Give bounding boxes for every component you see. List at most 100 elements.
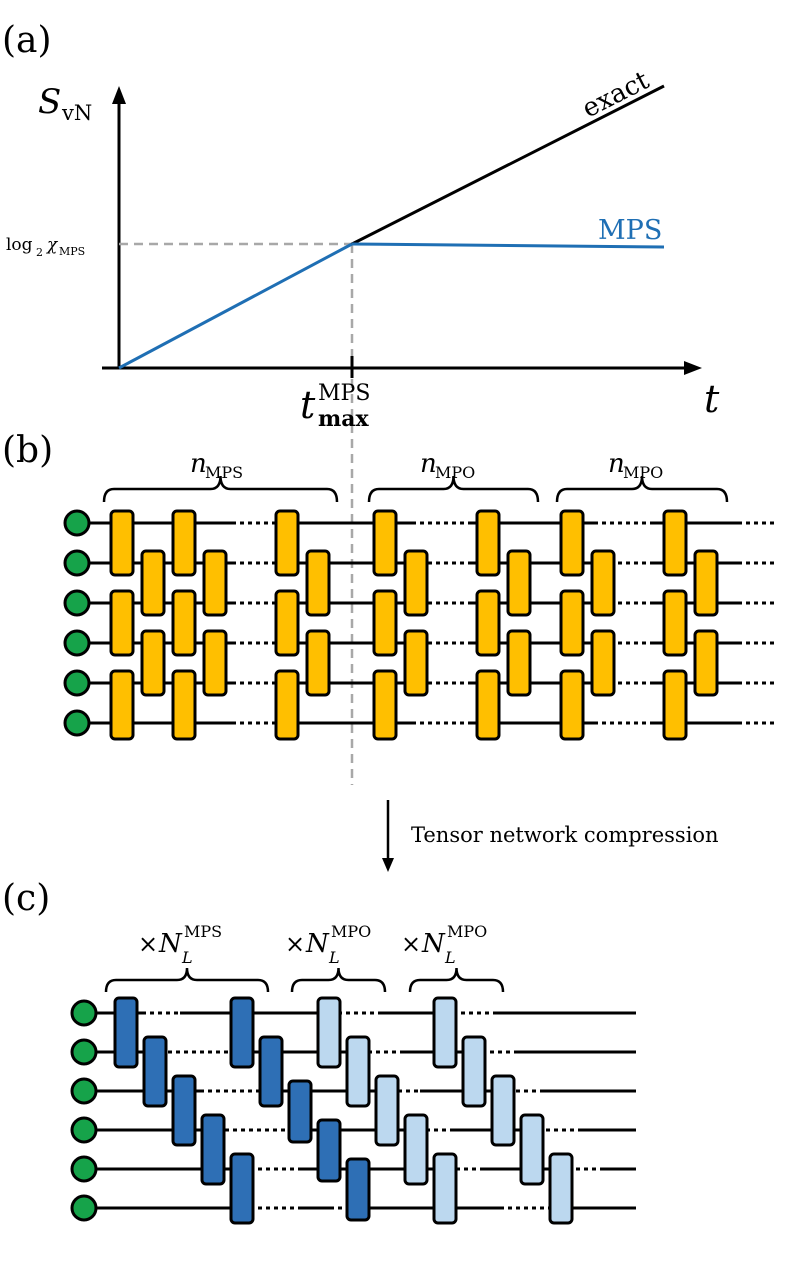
log-chi-label-log: log: [6, 235, 33, 255]
y-axis-label-subscript: vN: [61, 101, 92, 125]
gate-b-odd-0-0: [140, 549, 166, 617]
gate-c-dark-b-1: [258, 1035, 284, 1108]
gate-b-even-3-1: [372, 589, 398, 657]
brace-label-c-2-main: N: [305, 929, 330, 959]
brace-label-c-2: × N L MPO: [285, 922, 371, 967]
gate-b-even-5-2: [559, 669, 585, 741]
panel-label-c: (c): [2, 878, 50, 919]
brace-label-c-2-prefix: ×: [285, 930, 305, 958]
qubit-c-0: [70, 999, 98, 1027]
gate-b-odd-0-1: [140, 629, 166, 697]
brace-label-c-3-sup: MPO: [447, 922, 487, 941]
brace-label-b-3: n MPO: [608, 449, 663, 482]
gate-b-even-1-1: [171, 589, 197, 657]
gate-b-odd-1-1: [202, 629, 228, 697]
qubit-b-2: [63, 589, 91, 617]
tmax-label: t MPS max: [300, 381, 370, 432]
gate-b-odd-6-0: [693, 549, 719, 617]
gate-b-even-3-2: [372, 669, 398, 741]
brace-label-c-3-main: N: [421, 929, 446, 959]
brace-c-2: [290, 967, 387, 993]
qubit-b-1: [63, 549, 91, 577]
mps-curve: [351, 242, 665, 249]
x-axis-label: t: [704, 377, 720, 421]
gate-c-dark-a-1: [142, 1035, 168, 1108]
brace-label-c-2-sub: L: [328, 948, 340, 967]
brace-b-1: [102, 475, 339, 503]
qubit-c-2: [70, 1077, 98, 1105]
tmax-label-sub: max: [318, 406, 370, 432]
exact-curve: [351, 84, 665, 246]
qubit-b-4: [63, 669, 91, 697]
gate-c-dark-b-2: [287, 1079, 313, 1144]
log-chi-label-base: 2: [36, 246, 43, 259]
brace-label-b-2: n MPO: [420, 449, 475, 482]
brace-label-c-3-prefix: ×: [401, 930, 421, 958]
qubit-b-3: [63, 629, 91, 657]
brace-label-b-1: n MPS: [190, 449, 243, 482]
brace-label-b-3-main: n: [608, 449, 625, 479]
gate-b-even-1-0: [171, 509, 197, 577]
gate-c-light-a-0: [316, 996, 342, 1069]
brace-label-c-3-sub: L: [444, 948, 456, 967]
qubit-c-5: [70, 1194, 98, 1222]
gate-c-dark-b-3: [316, 1118, 342, 1183]
gate-b-odd-1-0: [202, 549, 228, 617]
qubit-c-4: [70, 1155, 98, 1183]
gate-c-dark-b-4: [345, 1157, 371, 1222]
gate-b-even-6-1: [662, 589, 688, 657]
log-chi-label-chi: χ: [46, 235, 59, 255]
gate-b-even-4-0: [475, 509, 501, 577]
gate-c-light-b-0: [432, 996, 458, 1069]
brace-c-3: [408, 967, 505, 993]
exact-curve-label: exact: [578, 65, 655, 124]
brace-label-b-1-sub: MPS: [205, 463, 243, 482]
brace-label-c-1-sup: MPS: [184, 922, 222, 941]
brace-label-b-3-sub: MPO: [623, 463, 663, 482]
gate-b-odd-3-0: [403, 549, 429, 617]
brace-label-c-1-prefix: ×: [138, 930, 158, 958]
gate-b-even-4-2: [475, 669, 501, 741]
brace-label-c-3: × N L MPO: [401, 922, 487, 967]
gate-c-light-a-4: [432, 1152, 458, 1225]
gate-b-odd-6-1: [693, 629, 719, 697]
gate-b-even-2-0: [274, 509, 300, 577]
gate-b-even-5-0: [559, 509, 585, 577]
gate-c-light-a-1: [345, 1035, 371, 1108]
gate-c-light-b-3: [519, 1113, 545, 1186]
gate-b-odd-4-1: [506, 629, 532, 697]
log-chi-label-sub: MPS: [59, 245, 85, 258]
panel-c-circuit: [70, 967, 636, 1225]
y-axis-label: S: [38, 82, 61, 122]
compression-arrow-head: [382, 858, 394, 872]
brace-label-b-2-main: n: [420, 449, 437, 479]
brace-label-b-1-main: n: [190, 449, 207, 479]
gate-c-dark-a-4: [229, 1152, 255, 1225]
y-axis-arrow: [112, 86, 126, 104]
gate-c-dark-a-2: [171, 1074, 197, 1147]
brace-label-c-1: × N L MPS: [138, 922, 222, 967]
gate-c-dark-a-0: [113, 996, 139, 1069]
gate-b-even-4-1: [475, 589, 501, 657]
gate-b-odd-2-0: [305, 549, 331, 617]
gate-b-odd-5-1: [590, 629, 616, 697]
brace-c-1: [104, 967, 270, 993]
shared-initial-curve: [118, 242, 353, 370]
qubit-b-0: [63, 509, 91, 537]
qubit-b-5: [63, 709, 91, 737]
gate-b-even-6-2: [662, 669, 688, 741]
gate-b-even-6-0: [662, 509, 688, 577]
gate-b-even-3-0: [372, 509, 398, 577]
brace-b-2: [367, 475, 540, 503]
gate-b-even-0-1: [109, 589, 135, 657]
brace-label-c-1-sub: L: [181, 948, 193, 967]
gate-c-light-b-2: [490, 1074, 516, 1147]
brace-label-c-2-sup: MPO: [331, 922, 371, 941]
gate-b-odd-5-0: [590, 549, 616, 617]
log-chi-label: log 2 χ MPS: [6, 235, 85, 259]
mps-curve-label: MPS: [598, 215, 662, 246]
gate-c-light-a-2: [374, 1074, 400, 1147]
compression-label: Tensor network compression: [411, 823, 719, 847]
